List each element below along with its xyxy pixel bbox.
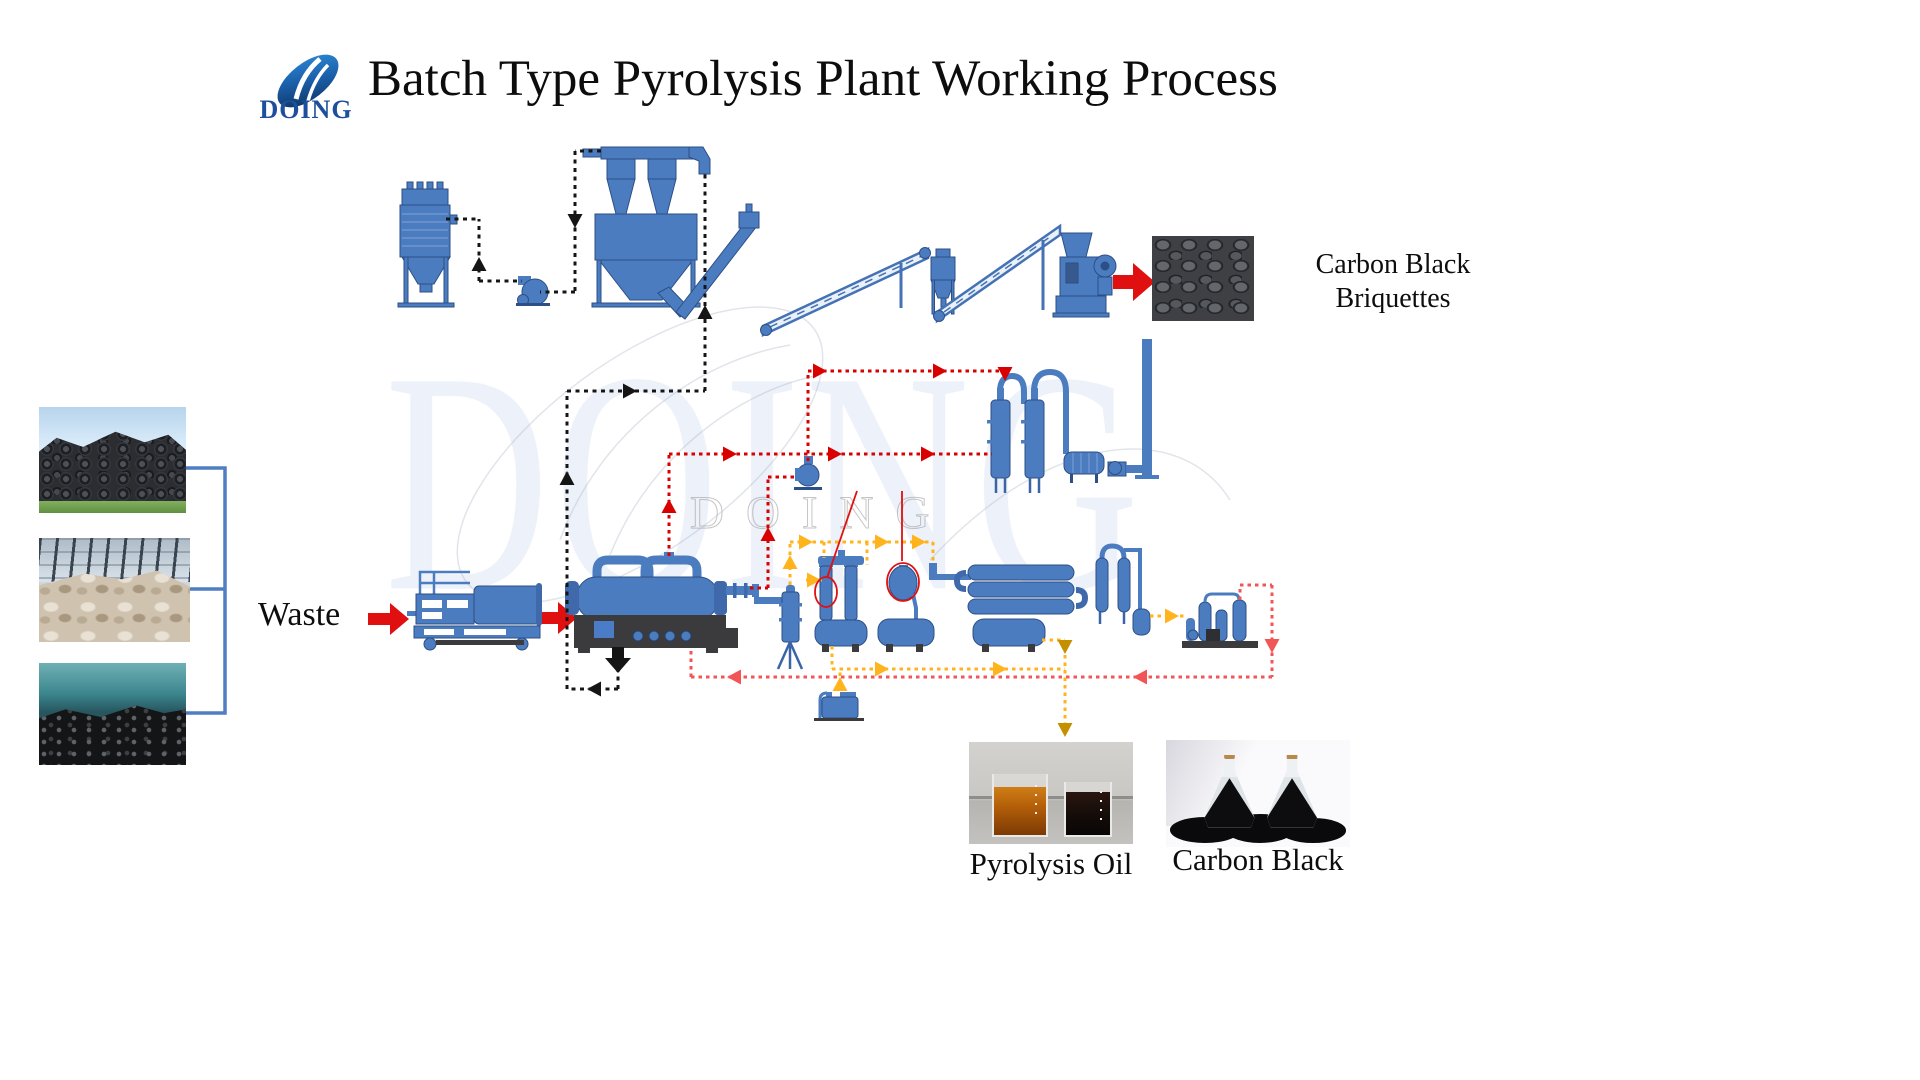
waste-tires-photo xyxy=(39,407,186,513)
flow-lines-red-return xyxy=(689,583,1274,679)
condenser-group-2 xyxy=(877,565,935,652)
sludge-rocks xyxy=(39,705,186,765)
waste-label: Waste xyxy=(258,596,341,633)
carbon-black-briquettes-photo xyxy=(1152,236,1254,321)
auto-feeder xyxy=(407,570,542,651)
final-condenser xyxy=(1095,543,1151,636)
briquette-machine xyxy=(1052,232,1117,318)
induced-draft-fan xyxy=(794,456,822,490)
annotation-callouts xyxy=(814,490,920,608)
condenser-group-1 xyxy=(814,550,868,652)
waste-bracket xyxy=(186,466,227,715)
page-title: Batch Type Pyrolysis Plant Working Proce… xyxy=(368,51,1278,107)
waste-plastic-photo xyxy=(39,538,190,642)
spray-towers xyxy=(987,368,1069,493)
belt-conveyor-2 xyxy=(933,223,1062,324)
bag-filter-dust-collector xyxy=(397,181,458,308)
briquettes-arrow xyxy=(1113,263,1155,301)
buffer-hopper xyxy=(930,248,956,315)
pyrolysis-reactor xyxy=(565,552,784,653)
waste-arrow-2 xyxy=(540,602,577,634)
doing-logo-icon xyxy=(277,54,339,108)
reactor-discharge-arrow xyxy=(605,647,631,673)
burner-valves xyxy=(632,630,692,642)
pyrolysis-oil-photo xyxy=(969,742,1133,844)
belt-conveyor-1 xyxy=(760,247,931,337)
warehouse-ceiling xyxy=(39,538,190,582)
cork-stopper xyxy=(1286,755,1298,759)
carbon-black-briquettes-label: Carbon Black Briquettes xyxy=(1300,248,1486,316)
grass xyxy=(39,501,186,513)
amber-oil xyxy=(993,787,1047,835)
doing-logo-wordmark: DOING xyxy=(259,95,353,124)
screw-conveyor xyxy=(675,203,760,320)
exhaust-muffler xyxy=(1063,451,1105,483)
oil-sludge-photo xyxy=(39,663,186,765)
tire-pile xyxy=(39,431,186,504)
dark-oil xyxy=(1066,792,1111,835)
pyrolysis-oil-label: Pyrolysis Oil xyxy=(969,846,1133,881)
gas-recycling-skid xyxy=(1182,592,1258,648)
dust-fan xyxy=(516,276,550,306)
amber-oil-beaker xyxy=(991,773,1049,837)
plastic-pile xyxy=(39,570,190,642)
waste-feed-arrows xyxy=(368,263,1155,635)
waste-arrow-1 xyxy=(368,603,409,635)
flow-arrows xyxy=(471,214,1280,737)
carbon-black-label: Carbon Black xyxy=(1172,842,1344,877)
bench-rail xyxy=(969,796,1133,800)
briquettes-label-line1: Carbon Black xyxy=(1315,249,1471,280)
cyclone-separator xyxy=(582,146,711,318)
oil-pump-unit xyxy=(814,691,864,721)
cork-stopper xyxy=(1223,755,1236,759)
draft-pump xyxy=(1107,461,1127,477)
flow-lines-red xyxy=(667,369,1007,590)
watermark-outline-text: DOING xyxy=(689,487,952,540)
tubular-condenser xyxy=(929,563,1089,652)
beaker-graduations xyxy=(1034,784,1037,822)
beaker-graduations xyxy=(1100,791,1103,824)
dark-oil-beaker xyxy=(1064,781,1113,837)
briquettes-label-line2: Briquettes xyxy=(1335,283,1451,315)
chimney xyxy=(1126,339,1159,479)
oil-gas-separator xyxy=(776,585,804,670)
carbon-black-photo xyxy=(1166,740,1350,847)
